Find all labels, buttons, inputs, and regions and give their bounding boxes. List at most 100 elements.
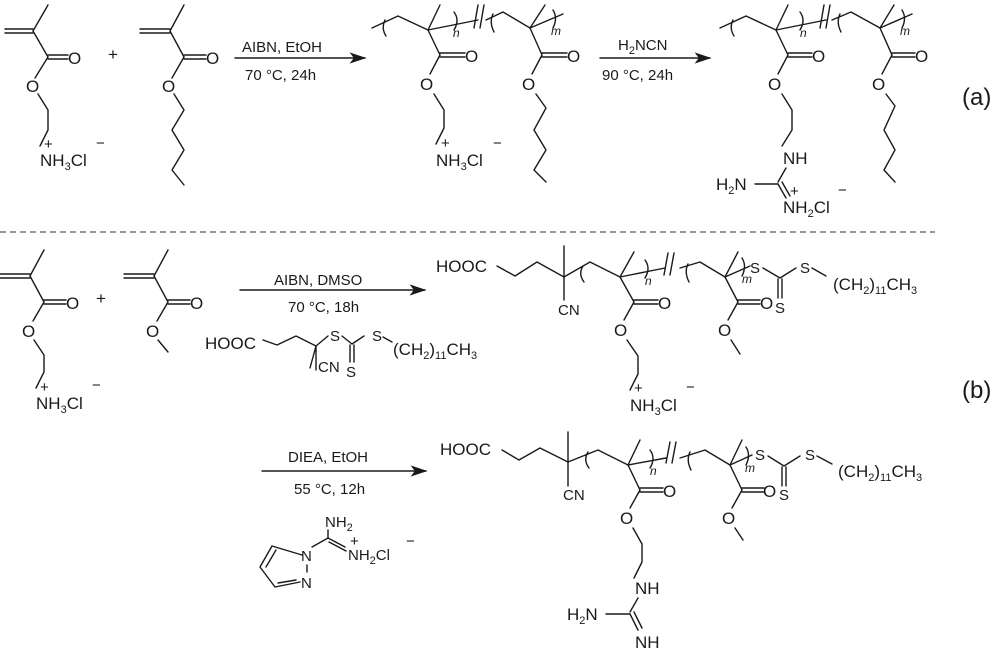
reaction-arrow-a1: AIBN, EtOH 70 °C, 24h — [234, 39, 367, 84]
svg-text:m: m — [900, 24, 910, 38]
svg-text:n: n — [453, 26, 460, 40]
svg-text:O: O — [763, 482, 776, 501]
svg-text:S: S — [800, 260, 810, 277]
svg-text:+: + — [350, 533, 359, 550]
svg-text:S: S — [330, 328, 340, 345]
svg-text:55 °C, 12h: 55 °C, 12h — [294, 481, 365, 498]
svg-text:O: O — [465, 47, 478, 66]
svg-text:−: − — [96, 135, 105, 152]
svg-text:−: − — [493, 135, 502, 152]
svg-text:n: n — [650, 464, 657, 478]
monomer-aema: O O + NH3Cl − — [4, 4, 105, 173]
svg-text:S: S — [775, 300, 785, 317]
scheme-b: O O + NH3Cl − + O O AIBN, DMSO 70 °C, 18… — [0, 245, 991, 652]
svg-text:m: m — [551, 24, 561, 38]
svg-text:O: O — [663, 482, 676, 501]
plus-sign: + — [108, 45, 118, 64]
svg-text:NH2: NH2 — [325, 514, 353, 534]
monomer-aema-b: O O + NH3Cl − — [0, 249, 101, 416]
monomer-bma: O O — [139, 4, 219, 186]
svg-text:CN: CN — [558, 302, 580, 319]
svg-text:CN: CN — [318, 359, 340, 376]
plus-sign-b: + — [96, 289, 106, 308]
pyrazole-carboxamidine: N N NH2 + NH2Cl − — [259, 514, 415, 592]
reaction-arrow-a2: H2NCN 90 °C, 24h — [599, 37, 712, 84]
svg-text:O: O — [872, 75, 885, 94]
polymer-guanidinylated-a: n m O O NH H2N + NH2Cl − O O — [716, 4, 928, 220]
svg-text:NH3Cl: NH3Cl — [40, 151, 87, 173]
svg-text:+: + — [441, 135, 450, 152]
svg-text:O: O — [146, 322, 159, 341]
svg-text:S: S — [779, 487, 789, 504]
svg-text:H2N: H2N — [716, 175, 747, 197]
svg-text:+: + — [40, 379, 49, 396]
svg-text:HOOC: HOOC — [436, 257, 487, 276]
svg-text:NH3Cl: NH3Cl — [436, 151, 483, 173]
label-a: (a) — [962, 84, 991, 111]
svg-text:−: − — [92, 377, 101, 394]
svg-text:N: N — [301, 548, 312, 565]
svg-text:O: O — [66, 294, 79, 313]
polymer-raft-aema-mma: HOOC CN n m S S S (CH2)11CH3 — [436, 245, 917, 418]
svg-text:70 °C, 24h: 70 °C, 24h — [245, 67, 316, 84]
svg-text:O: O — [190, 294, 203, 313]
svg-text:S: S — [346, 364, 356, 381]
svg-text:NH: NH — [635, 579, 660, 598]
monomer-mma: O O — [123, 249, 203, 353]
svg-text:S: S — [750, 260, 760, 277]
svg-text:S: S — [755, 447, 765, 464]
svg-text:NH2Cl: NH2Cl — [348, 547, 390, 567]
scheme-a: O O + NH3Cl − + O O AIBN, EtOH 70 °C, 24… — [4, 4, 991, 220]
svg-text:O: O — [620, 509, 633, 528]
svg-text:O: O — [718, 321, 731, 340]
reaction-arrow-b1: AIBN, DMSO 70 °C, 18h — [239, 272, 427, 316]
svg-text:90 °C, 24h: 90 °C, 24h — [602, 67, 673, 84]
svg-text:NH3Cl: NH3Cl — [36, 394, 83, 416]
svg-text:n: n — [645, 274, 652, 288]
svg-text:NH: NH — [635, 633, 660, 652]
svg-text:O: O — [26, 77, 39, 96]
svg-text:+: + — [634, 380, 643, 397]
svg-text:S: S — [805, 447, 815, 464]
polymer-p-aema-co-bma: n m O O + NH3Cl − O O — [371, 4, 580, 183]
reaction-arrow-b2: DIEA, EtOH 55 °C, 12h — [261, 449, 428, 498]
svg-text:O: O — [420, 75, 433, 94]
svg-text:−: − — [686, 379, 695, 396]
svg-text:NH2Cl: NH2Cl — [783, 198, 830, 220]
svg-text:O: O — [162, 77, 175, 96]
svg-text:(CH2)11CH3: (CH2)11CH3 — [393, 340, 477, 362]
svg-text:S: S — [372, 328, 382, 345]
raft-agent-cta: HOOC CN S S S (CH2)11CH3 — [205, 328, 477, 381]
svg-text:O: O — [567, 47, 580, 66]
svg-text:+: + — [44, 136, 53, 153]
svg-text:AIBN, EtOH: AIBN, EtOH — [242, 39, 322, 56]
svg-text:DIEA, EtOH: DIEA, EtOH — [288, 449, 368, 466]
svg-text:O: O — [722, 509, 735, 528]
svg-text:(CH2)11CH3: (CH2)11CH3 — [838, 462, 922, 484]
svg-text:NH3Cl: NH3Cl — [630, 396, 677, 418]
svg-text:O: O — [768, 75, 781, 94]
svg-text:n: n — [800, 26, 807, 40]
svg-text:N: N — [301, 575, 312, 592]
svg-text:O: O — [614, 321, 627, 340]
svg-text:m: m — [745, 461, 755, 475]
svg-text:H2N: H2N — [567, 605, 598, 627]
svg-text:+: + — [790, 183, 799, 200]
polymer-guanidinylated-b: HOOC CN n m S S S (CH2)11CH3 — [440, 431, 922, 652]
svg-text:O: O — [915, 47, 928, 66]
svg-text:O: O — [68, 49, 81, 68]
svg-text:CN: CN — [563, 487, 585, 504]
svg-text:O: O — [812, 47, 825, 66]
svg-text:O: O — [522, 75, 535, 94]
svg-text:O: O — [206, 49, 219, 68]
svg-text:70 °C, 18h: 70 °C, 18h — [288, 299, 359, 316]
svg-text:m: m — [742, 272, 752, 286]
svg-text:H2NCN: H2NCN — [618, 37, 667, 57]
svg-text:−: − — [838, 182, 847, 199]
svg-text:HOOC: HOOC — [440, 440, 491, 459]
svg-text:NH: NH — [783, 149, 808, 168]
svg-text:O: O — [22, 322, 35, 341]
svg-text:O: O — [658, 294, 671, 313]
label-b: (b) — [962, 377, 991, 404]
